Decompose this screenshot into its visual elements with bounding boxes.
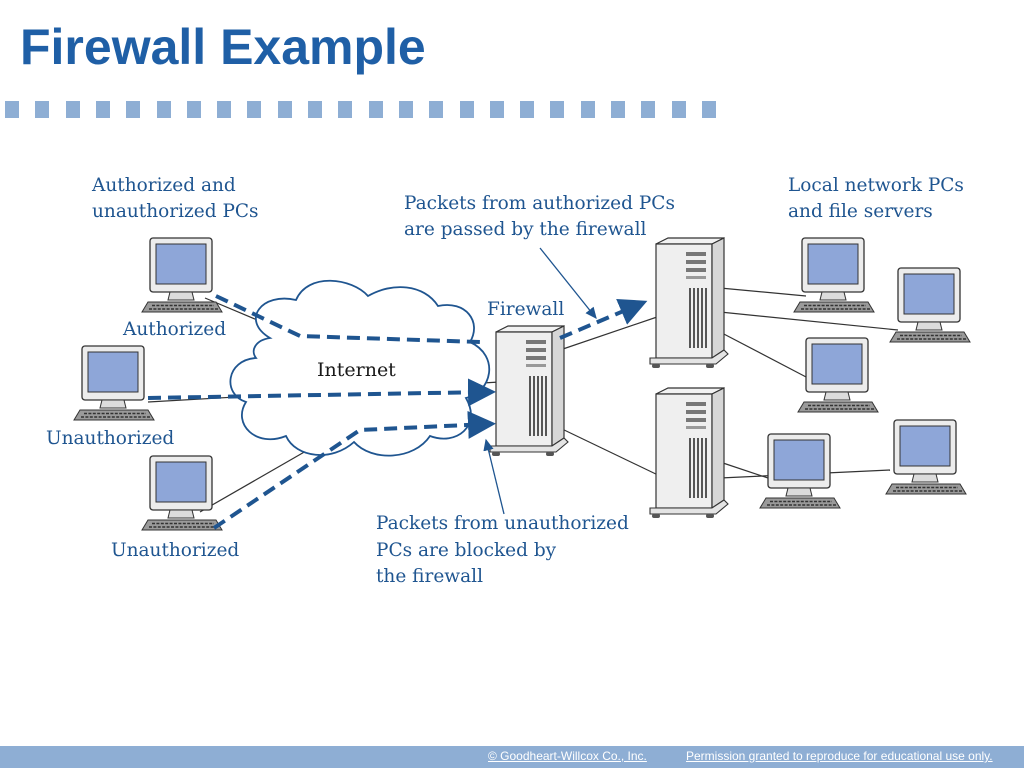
title-bar-square	[489, 101, 504, 118]
unauthorized-packet-arrow	[212, 410, 496, 530]
blocked-callout-line1: Packets from unauthorized	[376, 513, 629, 534]
title-bar-square	[217, 101, 232, 118]
local-pc-icon	[759, 433, 841, 509]
blocked-callout-line2: PCs are blocked by	[376, 540, 557, 561]
local-pc-icon	[885, 419, 967, 495]
title-bar-square	[368, 101, 383, 118]
local-pc-icon	[797, 337, 879, 413]
local-network-label-line1: Local network PCs	[788, 175, 964, 196]
local-pc-icon	[889, 267, 971, 343]
title-bar-square	[156, 101, 171, 118]
title-bar-square	[398, 101, 413, 118]
title-bar-square	[580, 101, 595, 118]
authorized-pc-icon	[141, 237, 223, 313]
title-bar-square	[550, 101, 565, 118]
firewall-label: Firewall	[487, 299, 564, 320]
blocked-callout-line3: the firewall	[376, 566, 483, 587]
title-bar-square	[65, 101, 80, 118]
title-bar-square	[671, 101, 686, 118]
copyright-link[interactable]: © Goodheart-Willcox Co., Inc.	[488, 749, 647, 763]
title-underline-bar	[5, 101, 725, 119]
title-bar-square	[641, 101, 656, 118]
pcs-group-label-line1: Authorized and	[91, 175, 236, 196]
title-bar-square	[186, 101, 201, 118]
title-bar-square	[308, 101, 322, 118]
authorized-packet-path	[215, 294, 481, 344]
title-bar-square	[95, 101, 110, 118]
permission-link[interactable]: Permission granted to reproduce for educ…	[686, 749, 993, 763]
unauthorized-label: Unauthorized	[46, 428, 174, 449]
file-server-icon	[649, 387, 729, 519]
callout-pointers	[483, 247, 597, 515]
title-bar-square	[611, 101, 625, 118]
title-bar-square	[277, 101, 292, 118]
title-bar-square	[126, 101, 141, 118]
passed-callout-line1: Packets from authorized PCs	[404, 193, 675, 214]
local-pc-icon	[793, 237, 875, 313]
title-bar-square	[247, 101, 262, 118]
internet-label: Internet	[317, 359, 396, 381]
unauthorized-pc-icon	[73, 345, 155, 421]
file-server-icon	[649, 237, 729, 369]
title-bar-square	[520, 101, 535, 118]
title-bar-square	[5, 101, 19, 118]
passed-callout-line2: are passed by the firewall	[404, 219, 646, 240]
firewall-server-icon	[489, 325, 569, 457]
unauthorized-pc-icon	[141, 455, 223, 531]
title-bar-square	[429, 101, 444, 118]
title-bar-square	[338, 101, 353, 118]
packet-arrows	[147, 294, 648, 530]
unauthorized-label: Unauthorized	[111, 540, 239, 561]
title-bar-square	[701, 101, 716, 118]
unauthorized-packet-arrow	[147, 378, 496, 407]
authorized-passed-arrow	[559, 298, 648, 340]
local-network-label-line2: and file servers	[788, 201, 933, 222]
slide-title: Firewall Example	[20, 19, 426, 75]
firewall-diagram: Authorized and unauthorized PCs Authoriz…	[46, 175, 971, 587]
title-bar-square	[459, 101, 474, 118]
footer-bar: © Goodheart-Willcox Co., Inc. Permission…	[0, 746, 1024, 768]
title-bar-square	[35, 101, 50, 118]
pcs-group-label-line2: unauthorized PCs	[92, 201, 259, 222]
authorized-label: Authorized	[122, 319, 226, 340]
